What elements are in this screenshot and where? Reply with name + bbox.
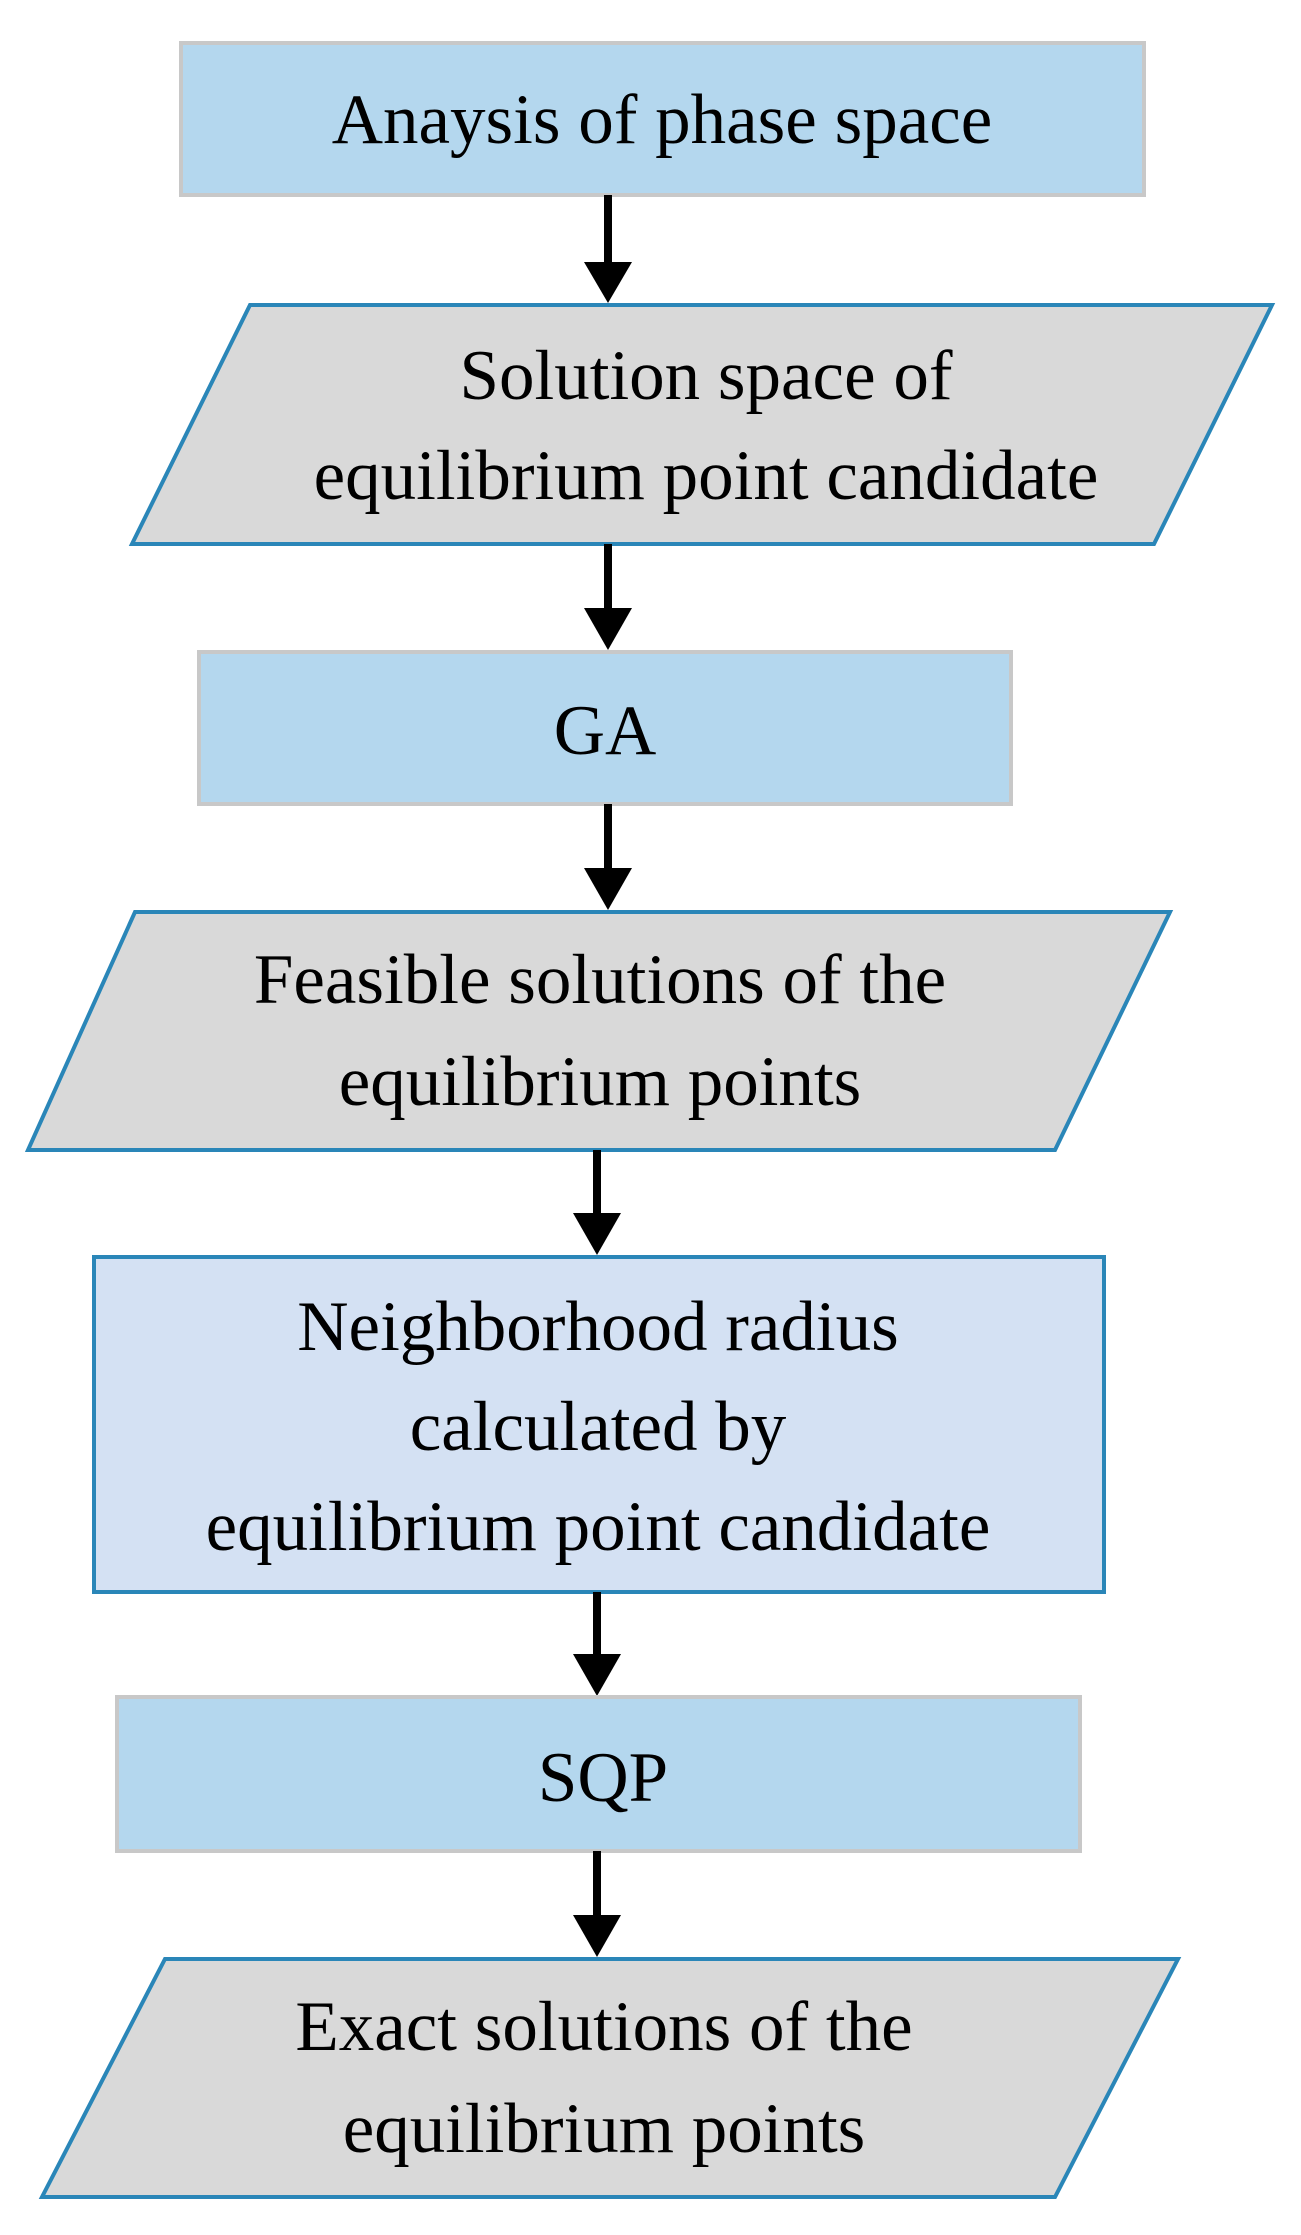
step-label-line: GA xyxy=(554,692,657,770)
step-neighborhood-radius: Neighborhood radius calculated by equili… xyxy=(92,1255,1106,1594)
step-label-line: calculated by xyxy=(410,1388,787,1466)
step-label-line: Feasible solutions of the xyxy=(254,941,946,1019)
step-label-line: equilibrium point candidate xyxy=(206,1488,991,1566)
data-parallelogram xyxy=(128,303,1276,546)
step-label-line: SQP xyxy=(538,1739,668,1817)
step-label-line: Exact solutions of the xyxy=(295,1988,912,2066)
flow-arrow xyxy=(573,1851,621,1957)
step-label-line: Anaysis of phase space xyxy=(332,81,993,159)
step-label-line: equilibrium point candidate xyxy=(314,437,1099,515)
step-feasible-solutions: Feasible solutions of the equilibrium po… xyxy=(24,910,1174,1152)
process-box xyxy=(115,1695,1082,1853)
step-solution-space: Solution space of equilibrium point cand… xyxy=(128,303,1276,546)
step-label-line: equilibrium points xyxy=(343,2090,866,2168)
flow-arrow xyxy=(573,1150,621,1255)
data-parallelogram xyxy=(38,1957,1182,2199)
step-label-line: Solution space of xyxy=(460,337,953,415)
step-exact-solutions: Exact solutions of the equilibrium point… xyxy=(38,1957,1182,2199)
flow-arrow xyxy=(584,544,632,650)
step-label-line: Neighborhood radius xyxy=(297,1288,898,1366)
step-analysis-of-phase-space: Anaysis of phase space xyxy=(179,41,1146,197)
process-box xyxy=(197,650,1013,806)
step-sqp: SQP xyxy=(115,1695,1082,1853)
highlight-box xyxy=(92,1255,1106,1594)
process-box xyxy=(179,41,1146,197)
data-parallelogram xyxy=(24,910,1174,1152)
flow-arrow xyxy=(573,1592,621,1696)
step-label-line: equilibrium points xyxy=(339,1043,862,1121)
flow-arrow xyxy=(584,804,632,910)
step-ga: GA xyxy=(197,650,1013,806)
flow-arrow xyxy=(584,195,632,303)
